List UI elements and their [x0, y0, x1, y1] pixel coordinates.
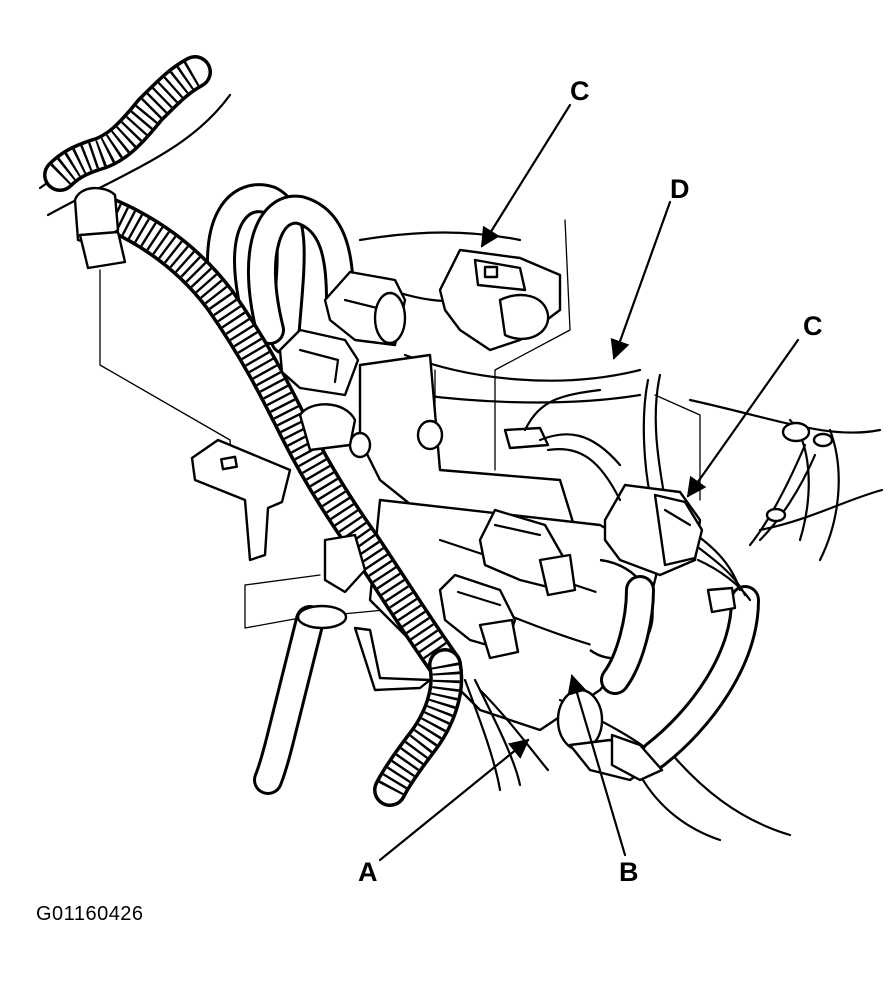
- callout-arrows: [378, 103, 800, 862]
- clip-d: [503, 388, 622, 502]
- callout-label-c-right: C: [803, 311, 823, 341]
- main-wire-harness: [43, 55, 550, 807]
- right-side-wires: [642, 373, 834, 614]
- connector-center-2: [438, 573, 520, 660]
- mounting-bracket: [190, 438, 292, 562]
- upper-heater-hoses: [206, 183, 355, 355]
- callout-label-a: A: [358, 857, 378, 887]
- harness-clamps: [73, 186, 367, 594]
- callout-label-d: D: [670, 174, 690, 204]
- callout-label-b: B: [619, 857, 639, 887]
- connector-upper-left-1: [323, 270, 407, 347]
- callout-label-c-top: C: [570, 76, 590, 106]
- lower-left-hoses: [253, 604, 432, 795]
- connector-upper-left-2: [278, 328, 360, 397]
- connector-c-right: [603, 483, 704, 577]
- engine-background-lines: [38, 73, 884, 842]
- figure-id: G01160426: [36, 903, 144, 925]
- right-hose: [600, 575, 760, 782]
- connector-c-top: [438, 248, 562, 352]
- connector-center-1: [478, 508, 577, 597]
